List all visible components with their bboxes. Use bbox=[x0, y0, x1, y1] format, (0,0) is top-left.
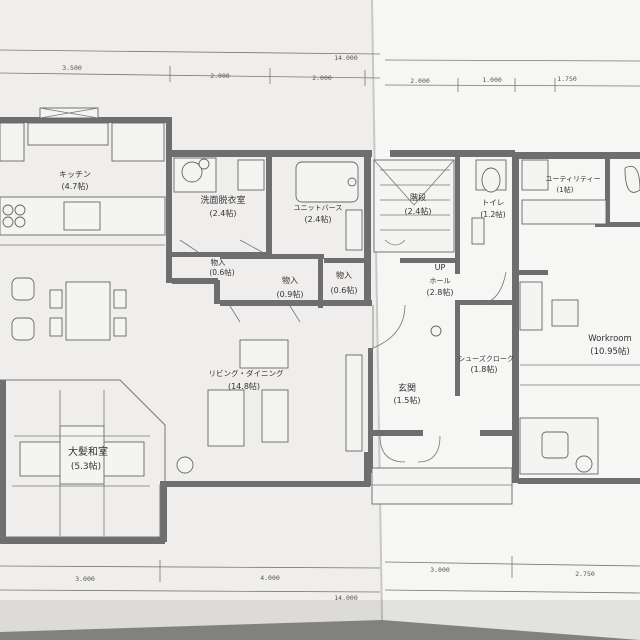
kitchen-name: キッチン bbox=[59, 170, 91, 179]
dim-top-4: 2.000 bbox=[410, 77, 430, 85]
unit-bath-size: (2.4帖) bbox=[305, 214, 332, 224]
dim-top-1: 3.500 bbox=[62, 64, 82, 72]
storage-c-name: 物入 bbox=[336, 270, 352, 280]
label-storage-b: 物入 (0.9帖) bbox=[277, 275, 304, 299]
dim-top-total: 14.000 bbox=[334, 54, 358, 62]
toilet-size: (1.2帖) bbox=[480, 209, 505, 219]
label-kitchen: キッチン (4.7帖) bbox=[59, 170, 91, 191]
label-utility: ユーティリティー (1帖) bbox=[545, 175, 600, 194]
stairs-name: 階段 bbox=[410, 192, 426, 202]
workroom-furniture bbox=[519, 281, 640, 475]
hall-details bbox=[371, 271, 513, 505]
dimension-lines-bottom bbox=[0, 556, 640, 594]
washroom-fixtures bbox=[173, 157, 265, 253]
dimension-lines-top bbox=[0, 49, 640, 92]
living-size: (14.8帖) bbox=[228, 381, 260, 391]
dim-bottom-2: 4.000 bbox=[260, 574, 280, 582]
entrance-name: 玄関 bbox=[398, 382, 416, 394]
right-page bbox=[372, 0, 640, 640]
label-shoe-closet: シューズクローク (1.8帖) bbox=[458, 354, 514, 374]
japanese-room-name: 大髪和室 bbox=[68, 445, 108, 458]
hall-size: (2.8帖) bbox=[427, 287, 454, 297]
utility-fixtures bbox=[521, 159, 640, 225]
toilet-fixture bbox=[471, 159, 507, 245]
storage-b-size: (0.9帖) bbox=[277, 289, 304, 299]
storage-a-name: 物入 bbox=[211, 257, 226, 267]
label-living: リビング・ダイニング (14.8帖) bbox=[209, 368, 284, 391]
storage-a-size: (0.6帖) bbox=[209, 267, 234, 277]
kitchen-fixtures bbox=[0, 107, 166, 246]
dim-bottom-4: 2.750 bbox=[575, 570, 595, 578]
label-hall: UP ホール (2.8帖) bbox=[427, 263, 454, 297]
utility-size: (1帖) bbox=[557, 185, 574, 194]
washroom-name: 洗面脱衣室 bbox=[200, 194, 245, 206]
hall-up: UP bbox=[435, 263, 446, 272]
storage-b-name: 物入 bbox=[282, 275, 298, 285]
living-name: リビング・ダイニング bbox=[209, 368, 284, 378]
label-entrance: 玄関 (1.5帖) bbox=[394, 382, 421, 405]
storage-c-size: (0.6帖) bbox=[331, 285, 358, 295]
dim-top-5: 1.000 bbox=[482, 76, 502, 84]
dim-top-3: 2.000 bbox=[312, 74, 332, 82]
toilet-name: トイレ bbox=[482, 198, 505, 207]
workroom-name: Workroom bbox=[588, 334, 632, 344]
label-unit-bath: ユニットバース (2.4帖) bbox=[294, 204, 343, 224]
shoe-closet-size: (1.8帖) bbox=[471, 364, 498, 374]
dim-top-6: 1.750 bbox=[557, 75, 577, 83]
bottom-shadow bbox=[0, 600, 640, 640]
stairs-size: (2.4帖) bbox=[405, 206, 432, 216]
label-workroom: Workroom (10.95帖) bbox=[588, 334, 632, 357]
washroom-size: (2.4帖) bbox=[210, 208, 237, 218]
label-storage-a: 物入 (0.6帖) bbox=[209, 257, 234, 277]
label-toilet: トイレ (1.2帖) bbox=[480, 198, 505, 219]
kitchen-size: (4.7帖) bbox=[62, 181, 89, 191]
page-fold bbox=[371, 0, 383, 621]
japanese-room-size: (5.3帖) bbox=[71, 460, 101, 472]
dim-top-2: 2.000 bbox=[210, 72, 230, 80]
dining-table bbox=[11, 277, 127, 341]
hall-name: ホール bbox=[430, 277, 451, 285]
stairs bbox=[373, 159, 455, 253]
dim-bottom-1: 3.000 bbox=[75, 575, 95, 583]
living-furniture bbox=[176, 305, 363, 474]
workroom-size: (10.95帖) bbox=[590, 346, 629, 357]
entrance-size: (1.5帖) bbox=[394, 395, 421, 405]
utility-name: ユーティリティー bbox=[545, 175, 600, 183]
unit-bath-name: ユニットバース bbox=[294, 204, 343, 212]
label-stairs: 階段 (2.4帖) bbox=[405, 192, 432, 216]
walls bbox=[0, 117, 640, 544]
label-storage-c: 物入 (0.6帖) bbox=[331, 270, 358, 295]
bathtub bbox=[295, 161, 363, 251]
dim-bottom-total: 14.000 bbox=[334, 594, 358, 602]
label-washroom: 洗面脱衣室 (2.4帖) bbox=[200, 194, 245, 218]
japanese-room-outline bbox=[0, 379, 166, 538]
dim-bottom-3: 3.000 bbox=[430, 566, 450, 574]
shoe-closet-name: シューズクローク bbox=[458, 354, 514, 363]
label-japanese-room: 大髪和室 (5.3帖) bbox=[68, 445, 108, 472]
